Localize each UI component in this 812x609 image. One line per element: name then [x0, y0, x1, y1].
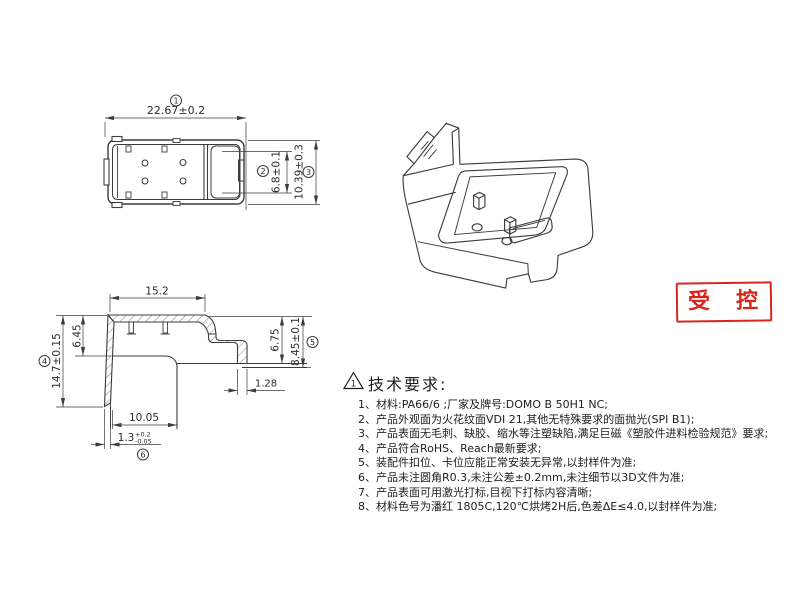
- revision-triangle-icon: 1: [343, 371, 364, 390]
- hole: [179, 177, 187, 185]
- balloon-5: 5: [306, 336, 319, 348]
- tech-item: 2、产品外观面为火花纹面VDI 21,其他无特殊要求的面抛光(SPI B1);: [358, 412, 695, 426]
- dim-label: 14.7±0.15: [51, 333, 63, 389]
- dim-label: 6.45: [72, 324, 84, 347]
- iso-post: [503, 216, 517, 235]
- iso-post: [473, 191, 486, 211]
- dimension-slot-width: [112, 410, 178, 429]
- dim-label: 10.39±0.3: [294, 144, 306, 200]
- balloon-3: 3: [302, 166, 315, 178]
- controlled-stamp: 受 控: [675, 281, 773, 323]
- svg-text:1: 1: [351, 380, 357, 390]
- dimension-right-depths: [209, 316, 312, 368]
- dim-label: 15.2: [145, 286, 168, 298]
- iso-hole: [471, 223, 483, 232]
- balloon-4: 4: [38, 355, 51, 367]
- svg-text:1: 1: [173, 97, 178, 106]
- tech-item: 1、材料:PA66/6 ;厂家及牌号:DOMO B 50H1 NC;: [358, 398, 608, 411]
- svg-text:3: 3: [306, 168, 311, 177]
- dim-label: 6.75: [270, 328, 282, 351]
- tech-item: 4、产品符合RoHS、Reach最新要求;: [358, 441, 542, 455]
- section-view-drawing: 15.2 6.45 14.7±0.15 4 6.75 8.45±0.1: [38, 286, 319, 461]
- dim-label: 10.05: [129, 412, 159, 424]
- iso-rim-opening: [437, 166, 568, 244]
- tech-item: 5、装配件扣位、卡位应能正常安装无异常,以封样件为准;: [358, 456, 637, 470]
- dim-label: 6.8±0.1: [271, 151, 283, 193]
- hole: [141, 177, 149, 185]
- hole: [179, 159, 187, 166]
- dimension-wall-thickness: [91, 406, 161, 449]
- balloon-6: 6: [137, 448, 149, 461]
- dim-label: 22.67±0.2: [147, 104, 205, 117]
- dimension-outer-height: [248, 140, 320, 205]
- dimension-left-depth: [75, 315, 111, 357]
- balloon-1: 1: [170, 94, 182, 107]
- dimension-rib: [224, 369, 285, 395]
- isometric-view-drawing: [402, 122, 594, 289]
- technical-requirements: 1 技术要求: 1、材料:PA66/6 ;厂家及牌号:DOMO B 50H1 N…: [343, 371, 808, 515]
- svg-text:4: 4: [42, 357, 47, 366]
- iso-pocket: [508, 217, 553, 244]
- dim-label: 1.28: [255, 379, 277, 390]
- stamp-text: 受 控: [687, 288, 761, 315]
- top-view-drawing: 22.67±0.2 1 6.8±0.1 2 10.39±0.3 3: [103, 94, 320, 210]
- tech-requirements-list: 1、材料:PA66/6 ;厂家及牌号:DOMO B 50H1 NC; 2、产品外…: [358, 398, 808, 515]
- tech-requirements-title: 技术要求:: [368, 375, 448, 394]
- tech-requirements-header: 1 技术要求:: [343, 371, 808, 395]
- post: [162, 321, 168, 334]
- iso-hole: [501, 236, 513, 246]
- svg-text:6: 6: [140, 451, 145, 460]
- left-snap-tab: [103, 158, 110, 186]
- iso-clip-rib: [413, 137, 435, 165]
- dimension-total-height: [56, 315, 107, 408]
- dimension-width: [104, 115, 247, 210]
- part-outline-top: [103, 135, 245, 209]
- dim-tolerance-lower: -0.05: [135, 438, 152, 446]
- dimension-top-width: [109, 294, 206, 312]
- hole: [141, 159, 149, 167]
- tech-item: 7、产品表面可用激光打标,目视下打标内容清晰;: [358, 485, 593, 499]
- tech-item: 8、材料色号为潘红 1805C,120℃烘烤2H后,色差ΔE≤4.0,以封样件为…: [358, 500, 718, 514]
- svg-text:2: 2: [260, 167, 265, 176]
- tech-item: 6、产品未注圆角R0.3,未注公差±0.2mm,未注细节以3D文件为准;: [358, 470, 685, 484]
- iso-outer-silhouette: [402, 122, 594, 289]
- balloon-2: 2: [257, 165, 269, 177]
- dim-tolerance-upper: +0.2: [135, 431, 151, 439]
- tech-item: 3、产品表面无毛刺、缺胶、缩水等注塑缺陷,满足巨磁《塑胶件进料检验规范》要求;: [358, 427, 769, 441]
- svg-text:5: 5: [310, 338, 315, 347]
- post: [128, 321, 134, 334]
- dim-label: 8.45±0.1: [290, 317, 302, 366]
- dimension-inner-height: [222, 151, 292, 194]
- right-snap-tab: [238, 159, 245, 182]
- dim-label: 1.3: [118, 432, 135, 444]
